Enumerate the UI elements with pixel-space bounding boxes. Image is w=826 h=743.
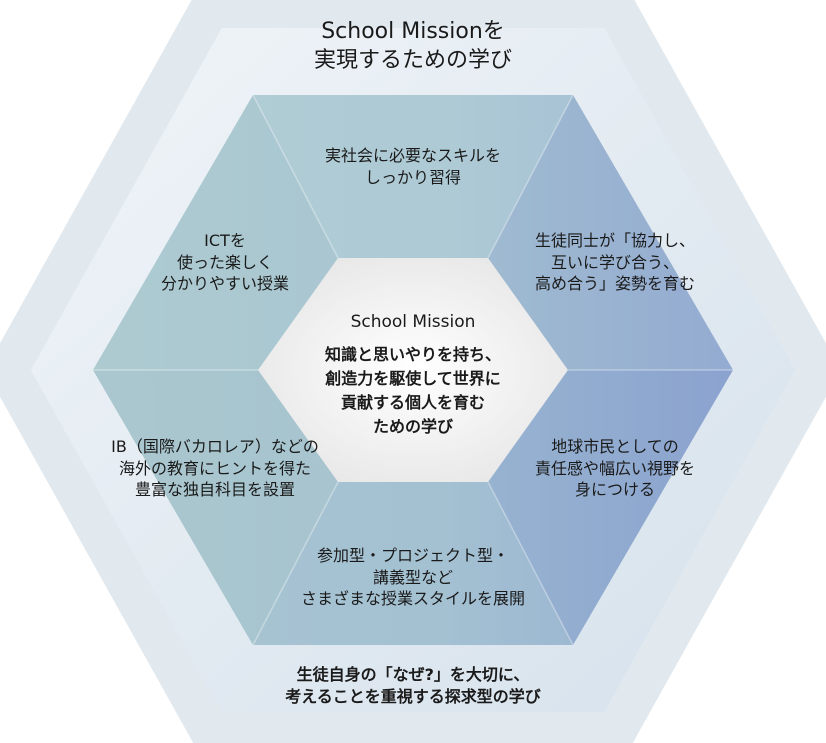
segment-top-line-1: 実社会に必要なスキルを — [324, 146, 501, 165]
footer-line-2: 考えることを重視する探求型の学び — [285, 686, 541, 706]
footer-line-1: 生徒自身の「なぜ?」を大切に、 — [296, 665, 530, 684]
segment-upper-right-shade — [488, 95, 733, 370]
segment-lower-left-shade — [93, 370, 338, 645]
segment-lower-right-shade — [488, 370, 733, 645]
segment-upper-left-label: ICTを 使った楽しく 分かりやすい授業 — [120, 230, 330, 295]
segment-upper-left-line-2: 使った楽しく — [176, 252, 273, 272]
segment-top-shade — [253, 95, 573, 258]
segment-lower-right-line-2: 責任感や幅広い視野を — [534, 458, 695, 478]
center-body-line-3: 貢献する個人を育む — [340, 393, 485, 412]
segment-lower-left-line-1: IB（国際バカロレア）などの — [111, 437, 319, 456]
segment-lower-right-line-1: 地球市民としての — [551, 437, 679, 456]
title-line-2: 実現するための学び — [313, 47, 512, 73]
segment-upper-right-line-2: 互いに学び合う、 — [550, 252, 679, 272]
segment-upper-left-shade — [93, 95, 338, 370]
segment-lower-left-line-3: 豊富な独自科目を設置 — [134, 480, 295, 500]
segment-bottom-line-3: さまざまな授業スタイルを展開 — [300, 589, 525, 609]
segment-lower-left-label: IB（国際バカロレア）などの 海外の教育にヒントを得た 豊富な独自科目を設置 — [85, 436, 345, 501]
segment-dividers — [93, 94, 733, 646]
footer-caption: 生徒自身の「なぜ?」を大切に、 考えることを重視する探求型の学び — [213, 664, 613, 707]
segment-top-label: 実社会に必要なスキルを しっかり習得 — [263, 145, 563, 188]
segment-upper-left-line-3: 分かりやすい授業 — [160, 274, 289, 294]
segment-lower-right-label: 地球市民としての 責任感や幅広い視野を 身につける — [495, 436, 735, 501]
segment-lower-right-line-3: 身につける — [574, 480, 655, 500]
segment-top-line-2: しっかり習得 — [364, 167, 461, 187]
center-heading: School Mission — [350, 312, 476, 332]
segment-bottom-label: 参加型・プロジェクト型・ 講義型など さまざまな授業スタイルを展開 — [263, 545, 563, 610]
center-body-line-4: ための学び — [372, 417, 453, 436]
segment-bottom-line-1: 参加型・プロジェクト型・ — [316, 546, 509, 565]
segment-upper-right-label: 生徒同士が「協力し、 互いに学び合う、 高め合う」姿勢を育む — [495, 230, 735, 295]
diagram-title: School Missionを 実現するための学び — [213, 18, 613, 75]
segment-upper-left-line-1: ICTを — [204, 231, 246, 250]
segment-bottom-shade — [253, 482, 573, 645]
center-body-line-1: 知識と思いやりを持ち、 — [324, 345, 501, 364]
center-body-line-2: 創造力を駆使して世界に — [325, 369, 501, 388]
title-line-1: School Missionを — [321, 19, 505, 44]
center-hexagon — [258, 258, 568, 482]
segment-upper-right-line-3: 高め合う」姿勢を育む — [534, 274, 695, 294]
segment-lower-left-line-2: 海外の教育にヒントを得た — [118, 458, 311, 478]
segment-upper-right-line-1: 生徒同士が「協力し、 — [534, 231, 695, 250]
center-body: 知識と思いやりを持ち、 創造力を駆使して世界に 貢献する個人を育む ための学び — [283, 343, 543, 439]
segment-bottom-line-2: 講義型など — [372, 567, 453, 587]
